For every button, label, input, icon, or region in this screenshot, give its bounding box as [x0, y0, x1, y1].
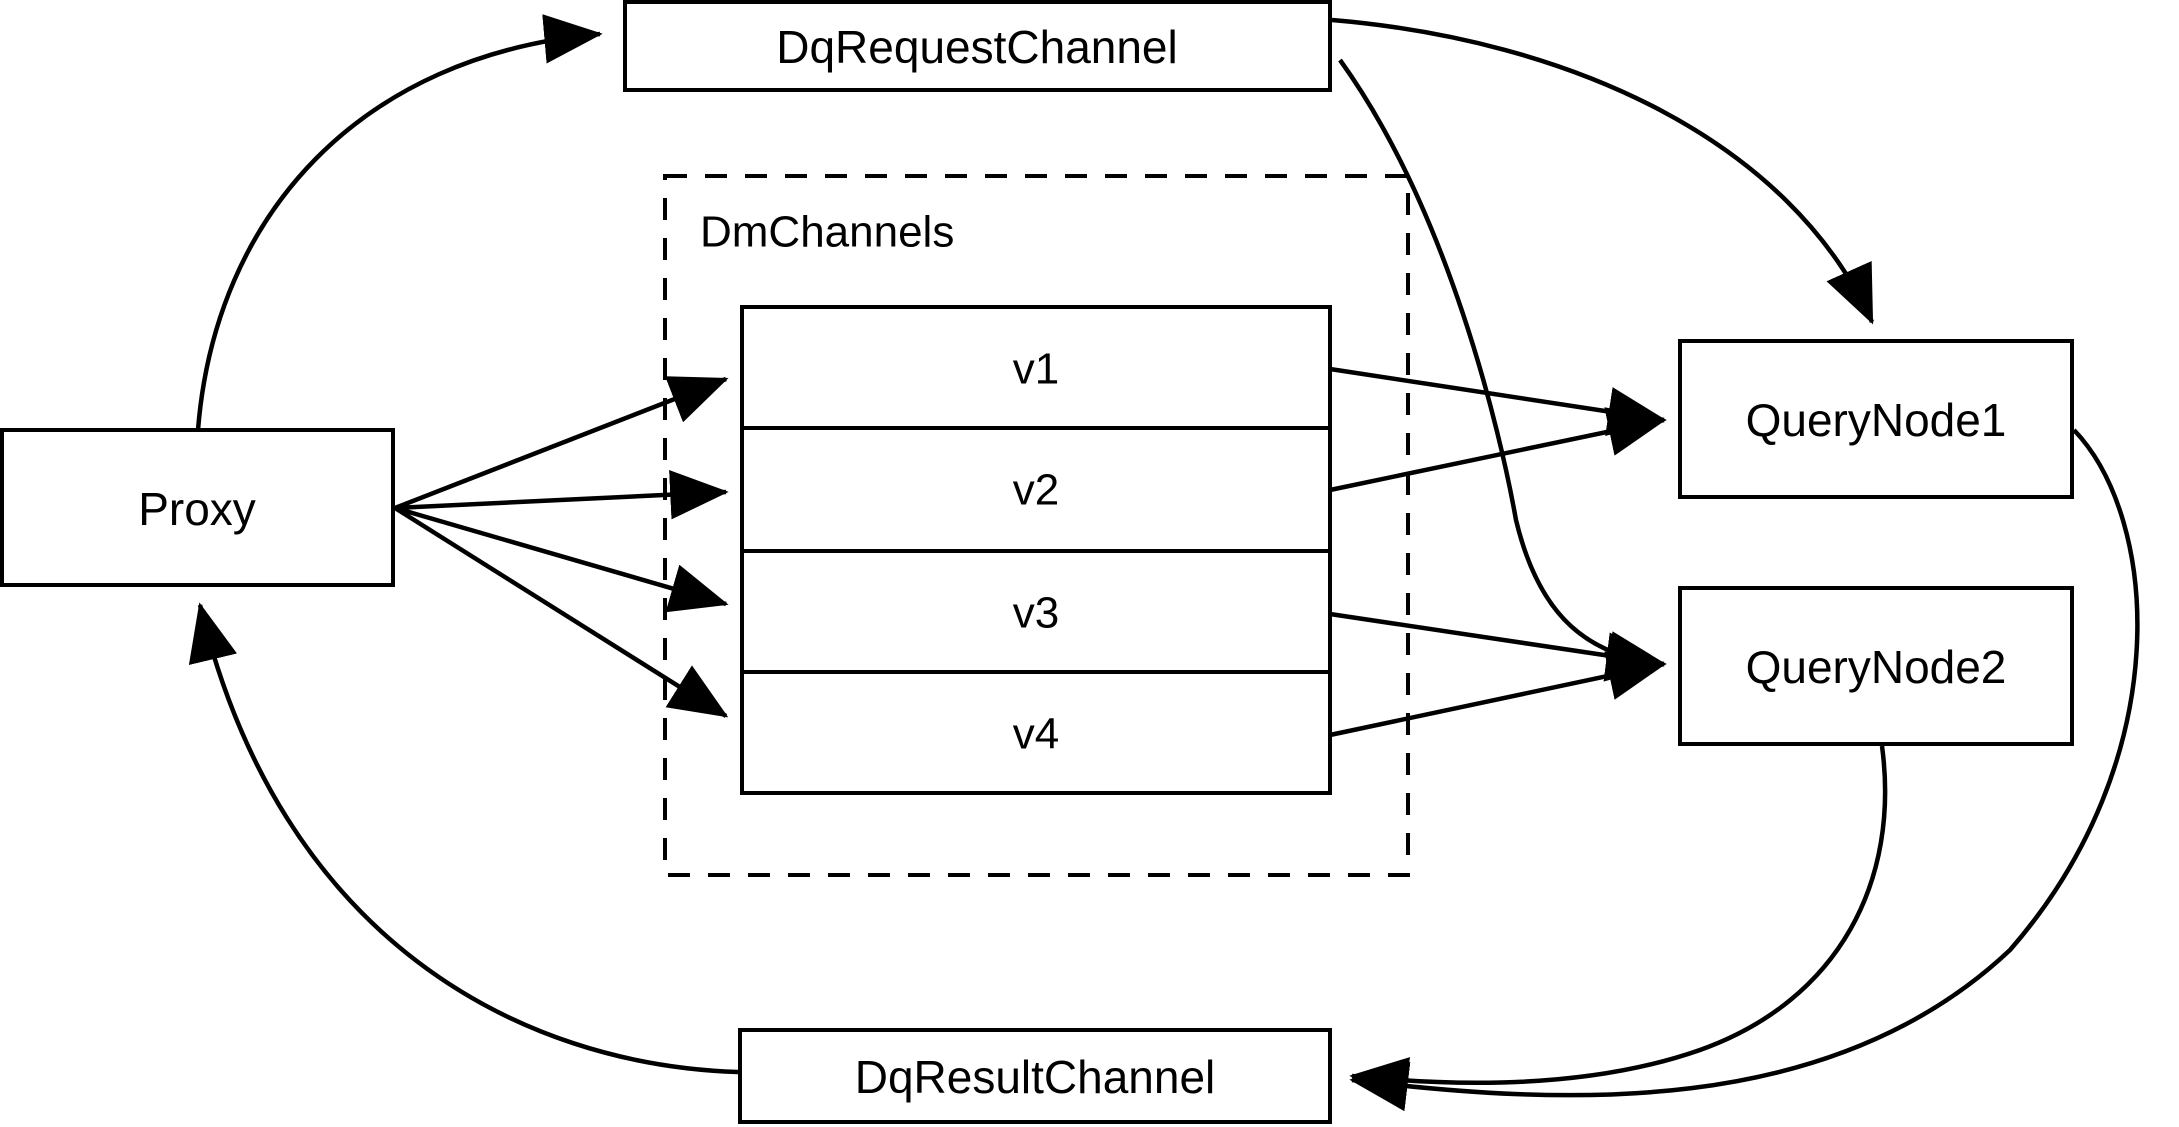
node-dqresultchannel[interactable] [738, 1028, 1332, 1124]
edge-v4-to-querynode2 [1329, 651, 1667, 738]
node-querynode1[interactable] [1678, 339, 2074, 499]
node-dqrequestchannel[interactable] [623, 0, 1332, 92]
edge-proxy-to-v3 [394, 505, 729, 613]
edge-v3-to-querynode2 [1329, 611, 1667, 681]
dmchannels-group-box [663, 174, 1410, 877]
table-row-v3-label: v3 [1013, 589, 1059, 638]
edge-proxy-to-dqrequestchannel [195, 14, 603, 431]
node-querynode2[interactable] [1678, 586, 2074, 746]
edge-proxy-to-v1 [394, 376, 729, 511]
edge-dqrequestchannel-to-querynode2 [1338, 58, 1665, 682]
edge-proxy-to-v4 [393, 506, 729, 718]
dmchannels-group-label: DmChannels [700, 208, 954, 257]
edge-proxy-to-v2 [394, 469, 729, 520]
edge-v2-to-querynode1 [1329, 407, 1667, 493]
table-row-v4-label: v4 [1013, 710, 1059, 759]
node-proxy-label: Proxy [138, 483, 256, 535]
edge-v1-to-querynode1 [1329, 366, 1667, 437]
node-querynode1-label: QueryNode1 [1746, 394, 2007, 446]
node-dqrequestchannel-label: DqRequestChannel [776, 21, 1178, 73]
node-dqresultchannel-label: DqResultChannel [855, 1051, 1216, 1103]
node-querynode2-label: QueryNode2 [1746, 641, 2007, 693]
table-row-v1-label: v1 [1013, 345, 1059, 394]
edge-dqrequestchannel-to-querynode1 [1331, 17, 1875, 325]
table-row-v2-label: v2 [1013, 466, 1059, 515]
edge-dqresultchannel-to-proxy [188, 602, 739, 1075]
node-proxy[interactable] [0, 428, 395, 587]
edge-querynode1-to-dqresultchannel [1349, 428, 2140, 1112]
edge-querynode2-to-dqresultchannel [1349, 745, 1888, 1107]
